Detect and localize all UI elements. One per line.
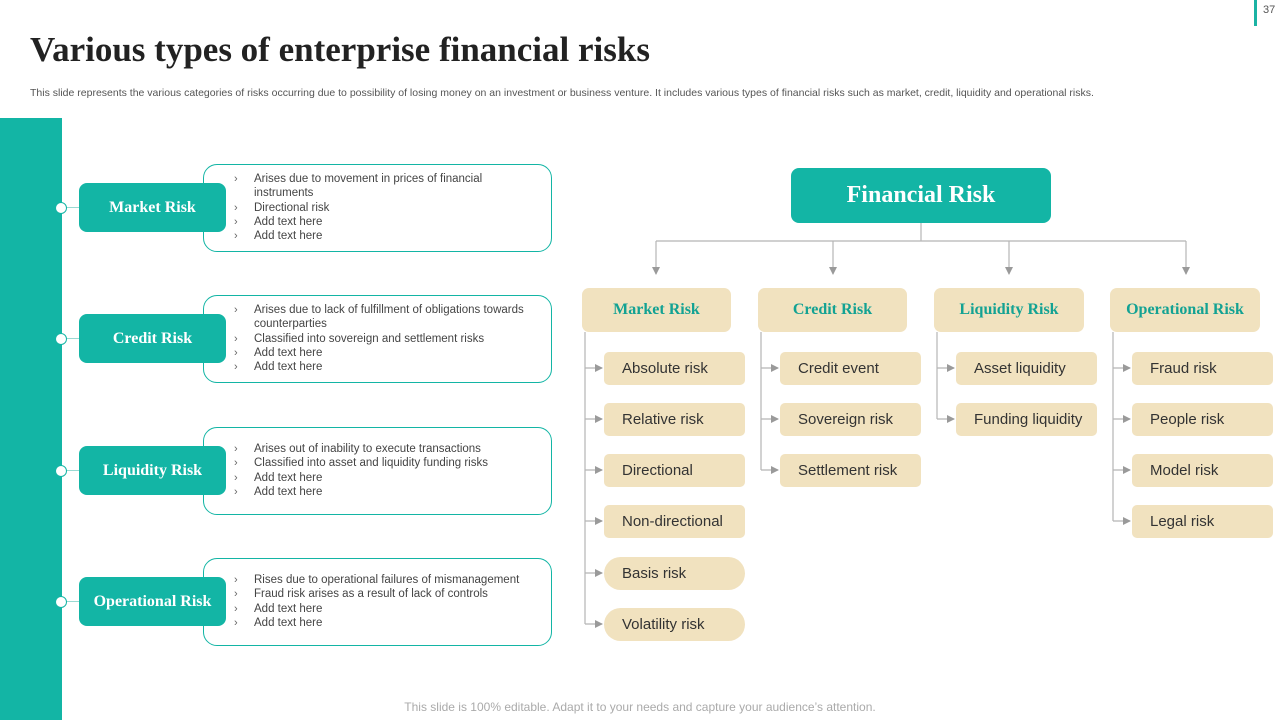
tree-leaf: Asset liquidity: [956, 352, 1097, 385]
risk-label-credit: Credit Risk: [79, 314, 226, 363]
bullet-item: ›Arises due to lack of fulfillment of ob…: [234, 304, 524, 331]
bullet-item: ›Directional risk: [234, 201, 330, 214]
chevron-right-icon: ›: [234, 443, 238, 455]
side-accent-bar: [0, 118, 62, 720]
bullet-item: ›Add text here: [234, 346, 323, 359]
tree-leaf: Sovereign risk: [780, 403, 921, 436]
row-connector: [61, 470, 81, 471]
tree-leaf: Funding liquidity: [956, 403, 1097, 436]
chevron-right-icon: ›: [234, 201, 238, 214]
tree-leaf: Fraud risk: [1132, 352, 1273, 385]
bullet-item: ›Arises out of inability to execute tran…: [234, 443, 481, 455]
timeline-dot: [55, 333, 67, 345]
bullet-item: ›Add text here: [234, 471, 323, 484]
chevron-right-icon: ›: [234, 574, 238, 586]
bullet-item: ›Add text here: [234, 215, 323, 228]
bullet-item: ›Classified into asset and liquidity fun…: [234, 457, 488, 470]
bullet-item: ›Classified into sovereign and settlemen…: [234, 332, 485, 345]
chevron-right-icon: ›: [234, 304, 238, 316]
tree-leaf: Absolute risk: [604, 352, 745, 385]
chevron-right-icon: ›: [234, 602, 238, 615]
risk-label-operational: Operational Risk: [79, 577, 226, 626]
chevron-right-icon: ›: [234, 230, 238, 243]
timeline-dot: [55, 465, 67, 477]
tree-leaf: Model risk: [1132, 454, 1273, 487]
chevron-right-icon: ›: [234, 485, 238, 498]
chevron-right-icon: ›: [234, 361, 238, 374]
page-number: 37: [1254, 0, 1280, 26]
chevron-right-icon: ›: [234, 215, 238, 228]
page-title: Various types of enterprise financial ri…: [30, 30, 650, 69]
chevron-right-icon: ›: [234, 616, 238, 629]
tree-category-market: Market Risk: [582, 288, 731, 332]
chevron-right-icon: ›: [234, 332, 238, 345]
bullet-item: ›Add text here: [234, 485, 323, 498]
tree-leaf: Directional: [604, 454, 745, 487]
bullet-item: ›Fraud risk arises as a result of lack o…: [234, 588, 488, 601]
chevron-right-icon: ›: [234, 588, 238, 601]
tree-leaf: Relative risk: [604, 403, 745, 436]
bullet-item: ›Add text here: [234, 602, 323, 615]
chevron-right-icon: ›: [234, 471, 238, 484]
bullet-item: ›Rises due to operational failures of mi…: [234, 574, 520, 586]
timeline-dot: [55, 202, 67, 214]
row-connector: [61, 207, 81, 208]
footer-note: This slide is 100% editable. Adapt it to…: [404, 700, 876, 714]
risk-description-box-liquidity: ›Arises out of inability to execute tran…: [203, 427, 552, 515]
tree-leaf: Basis risk: [604, 557, 745, 590]
chevron-right-icon: ›: [234, 346, 238, 359]
bullet-item: ›Add text here: [234, 230, 323, 243]
risk-description-box-credit: ›Arises due to lack of fulfillment of ob…: [203, 295, 552, 383]
risk-label-market: Market Risk: [79, 183, 226, 232]
risk-description-box-market: ›Arises due to movement in prices of fin…: [203, 164, 552, 252]
timeline-dot: [55, 596, 67, 608]
page-subtitle: This slide represents the various catego…: [30, 87, 1094, 99]
tree-category-liquidity: Liquidity Risk: [934, 288, 1084, 332]
tree-category-operational: Operational Risk: [1110, 288, 1260, 332]
tree-leaf: Legal risk: [1132, 505, 1273, 538]
tree-category-credit: Credit Risk: [758, 288, 907, 332]
tree-leaf: Volatility risk: [604, 608, 745, 641]
tree-leaf: Credit event: [780, 352, 921, 385]
bullet-item: ›Add text here: [234, 616, 323, 629]
tree-leaf: People risk: [1132, 403, 1273, 436]
row-connector: [61, 338, 81, 339]
tree-leaf: Settlement risk: [780, 454, 921, 487]
bullet-item: ›Arises due to movement in prices of fin…: [234, 173, 483, 200]
tree-leaf: Non-directional: [604, 505, 745, 538]
risk-description-box-operational: ›Rises due to operational failures of mi…: [203, 558, 552, 646]
bullet-item: ›Add text here: [234, 361, 323, 374]
chevron-right-icon: ›: [234, 173, 238, 185]
row-connector: [61, 601, 81, 602]
chevron-right-icon: ›: [234, 457, 238, 470]
tree-root-node: Financial Risk: [791, 168, 1051, 223]
risk-label-liquidity: Liquidity Risk: [79, 446, 226, 495]
